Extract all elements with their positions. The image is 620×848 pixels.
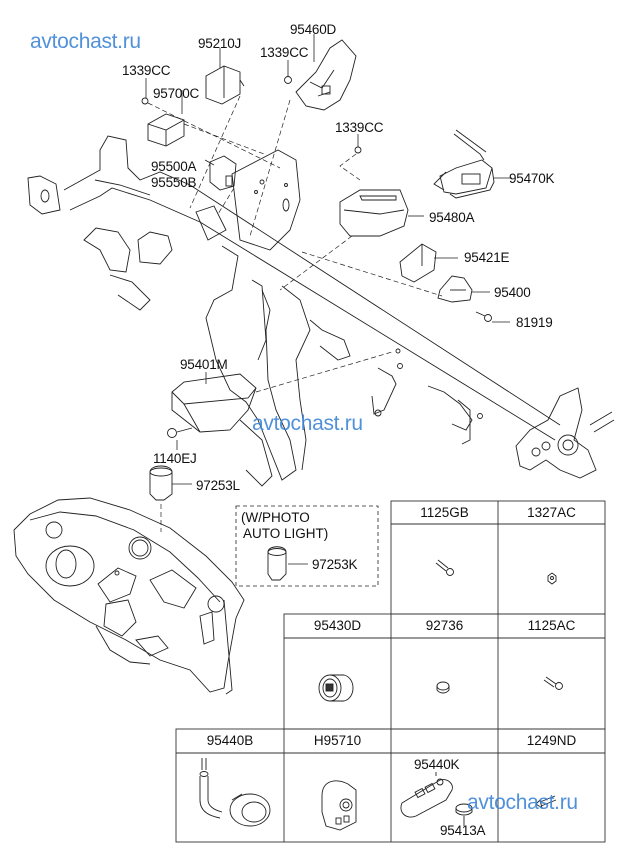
sensor-97253K	[267, 546, 308, 581]
part-label: 95401M	[180, 357, 228, 372]
table-header-cell: 1125GB	[420, 505, 469, 520]
option-box-frame	[235, 505, 379, 587]
relay-95210J	[205, 65, 245, 105]
part-label: 81919	[516, 315, 553, 330]
option-note-line2: AUTO LIGHT)	[243, 526, 329, 541]
parts-table-grid	[175, 500, 606, 843]
coin-battery-icon	[455, 803, 473, 826]
table-header-cell: 95430D	[313, 618, 362, 633]
cowl-cross-beam	[27, 135, 615, 487]
leader-lines	[145, 34, 512, 485]
module-95700C	[147, 113, 185, 147]
part-label: 1140EJ	[153, 451, 197, 466]
part-label: 97253L	[196, 478, 240, 493]
part-label: 95210J	[198, 36, 242, 51]
watermark: avtochast.ru	[252, 412, 363, 435]
bolt-81919	[475, 311, 492, 322]
instrument-panel	[13, 497, 245, 695]
bolt-1140EJ	[167, 427, 193, 438]
dashed-assembly-lines	[147, 95, 443, 532]
part-label: 95440K	[414, 757, 460, 772]
antenna-coil-icon	[321, 780, 357, 831]
part-label: 1339CC	[335, 120, 384, 135]
watermark: avtochast.ru	[467, 791, 578, 814]
cap-nut-icon	[436, 681, 450, 694]
table-header-cell: 95440B	[206, 733, 254, 748]
flange-bolt-icon	[543, 676, 563, 690]
part-label: 95470K	[509, 171, 555, 186]
part-label: 97253K	[312, 557, 358, 572]
part-label: 95550B	[151, 175, 197, 190]
knob-switch-icon	[318, 674, 354, 702]
immobilizer-coil-icon	[199, 758, 271, 827]
part-label: 1339CC	[260, 45, 309, 60]
part-label: 95413A	[440, 823, 486, 838]
part-label: 95400	[494, 285, 531, 300]
module-95400	[437, 275, 473, 303]
part-label: 95421E	[464, 250, 510, 265]
part-label: 95700C	[153, 86, 200, 101]
module-95401M	[171, 373, 257, 433]
part-label: 95460D	[290, 22, 337, 37]
screw-icon	[535, 795, 557, 810]
table-header-cell: 1327AC	[527, 505, 576, 520]
part-label: 95500A	[151, 159, 197, 174]
hex-nut-icon	[547, 572, 557, 585]
bracket-95421E	[399, 243, 437, 283]
table-header-cell: 92736	[425, 618, 464, 633]
flange-bolt-icon	[435, 559, 454, 576]
table-header-cell: 1249ND	[526, 733, 577, 748]
watermark: avtochast.ru	[30, 30, 141, 53]
module-95480A	[339, 189, 409, 237]
sensor-97253L	[149, 465, 173, 501]
smart-key-unit-95460D	[295, 39, 357, 111]
table-header-cell: H95710	[313, 733, 362, 748]
antenna-95470K	[433, 129, 495, 199]
key-fob-icon	[400, 772, 453, 818]
sensor-95500A	[209, 155, 237, 191]
part-label: 1339CC	[122, 63, 171, 78]
part-label: 95480A	[429, 210, 475, 225]
table-header-cell: 1125AC	[527, 618, 576, 633]
option-note-line1: (W/PHOTO	[241, 510, 310, 525]
